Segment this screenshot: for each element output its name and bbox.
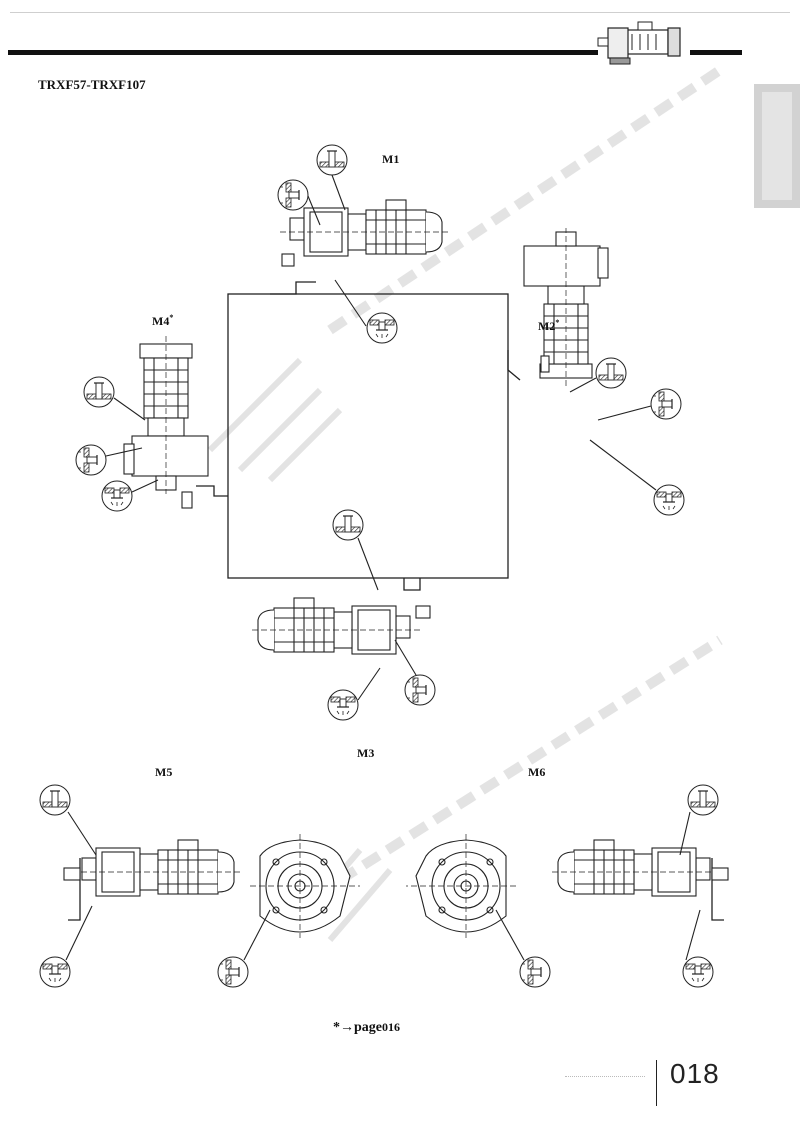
breather-symbol-icon [39, 784, 71, 816]
level-symbol-icon [75, 444, 107, 476]
page-number: 018 [670, 1058, 720, 1089]
drain-symbol-icon [101, 480, 133, 512]
footer-dotted-line [565, 1076, 645, 1078]
gearmotor-m1 [279, 199, 451, 257]
mounting-frame [227, 293, 509, 579]
drain-symbol-icon [682, 956, 714, 988]
model-range-title: TRXF57-TRXF107 [38, 77, 146, 92]
position-label-m4: M4* [152, 313, 174, 328]
gearmotor-m4 [123, 335, 209, 495]
breather-symbol-icon [316, 144, 348, 176]
level-symbol-icon [217, 956, 249, 988]
gearmotor-m5 [71, 839, 243, 897]
position-label-m6: M6 [528, 765, 546, 779]
level-symbol-icon [404, 674, 436, 706]
top-hairline [10, 12, 790, 13]
breather-symbol-icon [687, 784, 719, 816]
gearmotor-m6 [549, 839, 721, 897]
page-reference: *→page016 [333, 1020, 400, 1035]
position-label-m5: M5 [155, 765, 173, 779]
breather-symbol-icon [332, 509, 364, 541]
breather-symbol-icon [83, 376, 115, 408]
gearmotor-m2 [523, 227, 609, 387]
breather-symbol-icon [595, 357, 627, 389]
level-symbol-icon [519, 956, 551, 988]
section-tab-inner [762, 92, 792, 200]
drain-symbol-icon [327, 689, 359, 721]
drain-symbol-icon [653, 484, 685, 516]
footer-divider [656, 1060, 657, 1106]
gear-motor-icon [597, 21, 681, 65]
header-rule [8, 50, 598, 55]
header-rule-right [690, 50, 742, 55]
gearmotor-m3 [249, 597, 421, 655]
drain-symbol-icon [366, 312, 398, 344]
level-symbol-icon [650, 388, 682, 420]
position-label-m2: M2* [538, 318, 560, 333]
level-symbol-icon [277, 179, 309, 211]
position-label-m3: M3 [357, 746, 375, 760]
position-label-m1: M1 [382, 152, 400, 166]
drain-symbol-icon [39, 956, 71, 988]
endview-m6 [405, 833, 517, 939]
